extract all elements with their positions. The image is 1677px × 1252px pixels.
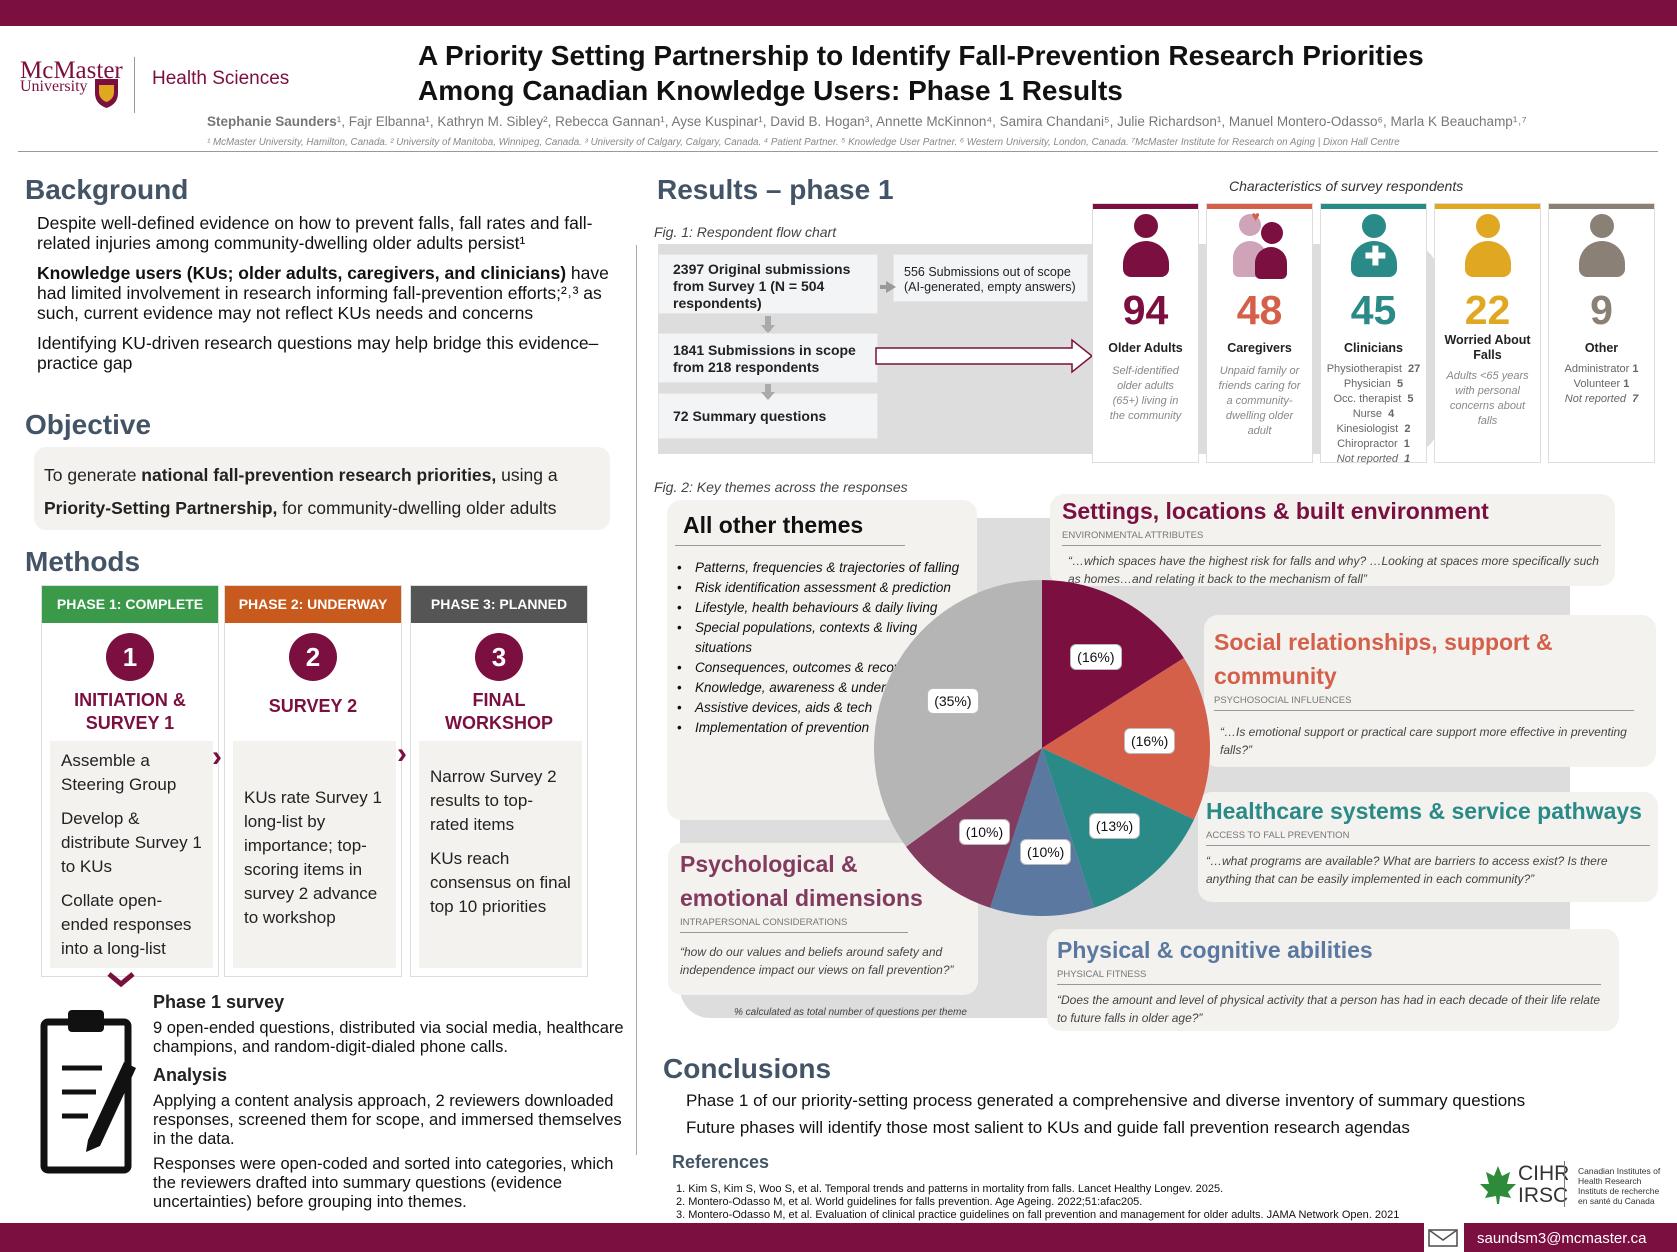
flow-box-in-scope: 1841 Submissions in scope from 218 respo… <box>658 333 878 383</box>
results-heading: Results – phase 1 <box>657 174 894 205</box>
phase-3-number: 3 <box>475 633 523 681</box>
flow-box-out-of-scope: 556 Submissions out of scope (AI-generat… <box>893 254 1088 302</box>
caregiver-icon: ♥ <box>1232 208 1287 282</box>
objective-heading: Objective <box>25 409 152 440</box>
person-icon <box>1463 214 1513 282</box>
phase-1-title: INITIATION &SURVEY 1 <box>74 690 186 733</box>
background-heading: Background <box>25 174 189 205</box>
card-caregivers: ♥ 48 Caregivers Unpaid family or friends… <box>1206 203 1313 463</box>
pie-note: % calculated as total number of question… <box>734 1007 967 1018</box>
card-worried-about-falls: 22 Worried About Falls Adults <65 years … <box>1434 203 1541 463</box>
methods-details: Phase 1 survey 9 open-ended questions, d… <box>153 992 624 1211</box>
clinician-breakdown: Physiotherapist 27 Physician 5 Occ. ther… <box>1326 363 1421 465</box>
theme-physical: Physical & cognitive abilities PHYSICAL … <box>1047 929 1619 1031</box>
pie-label: (16%) <box>1123 728 1176 755</box>
phase-2-steps: KUs rate Survey 1 long-list by importanc… <box>233 741 396 968</box>
phase-2-header: PHASE 2: UNDERWAY <box>225 586 401 623</box>
person-icon <box>1121 214 1171 282</box>
phase-1-number: 1 <box>106 633 154 681</box>
phase-3-steps: Narrow Survey 2 results to top-rated ite… <box>419 741 582 968</box>
phase-3-header: PHASE 3: PLANNED <box>411 586 587 623</box>
poster-title: A Priority Setting Partnership to Identi… <box>418 40 1424 106</box>
mcmaster-logo-text: McMaster <box>20 57 123 84</box>
phase-2-card: PHASE 2: UNDERWAY 2 SURVEY 2 KUs rate Su… <box>224 585 402 977</box>
phase-1-header: PHASE 1: COMPLETE <box>42 586 218 623</box>
contact-email[interactable]: saundsm3@mcmaster.ca <box>1477 1230 1647 1247</box>
theme-social: Social relationships, support &community… <box>1204 615 1656 767</box>
pie-label: (13%) <box>1088 813 1141 840</box>
phase-2-number: 2 <box>289 633 337 681</box>
pie-label: (10%) <box>1020 839 1072 866</box>
phase-1-card: PHASE 1: COMPLETE 1 INITIATION &SURVEY 1… <box>41 585 219 977</box>
methods-heading: Methods <box>25 546 141 577</box>
crest-icon <box>95 79 118 108</box>
pie-label: (35%) <box>927 687 979 714</box>
header-divider <box>18 151 1658 152</box>
fig2-caption: Fig. 2: Key themes across the responses <box>654 479 908 495</box>
maple-leaf-icon <box>1480 1166 1516 1204</box>
pie-slice-3 <box>990 748 1094 916</box>
column-divider <box>636 245 637 1155</box>
other-breakdown: Administrator 1 Volunteer 1 Not reported… <box>1564 363 1639 405</box>
plus-icon: ✚ <box>1364 241 1387 271</box>
chevron-right-icon: › <box>212 740 222 773</box>
chevron-down-icon <box>107 972 135 988</box>
top-banner <box>0 0 1677 26</box>
phase-2-title: SURVEY 2 <box>268 696 358 716</box>
conclusions-text: Phase 1 of our priority-setting process … <box>686 1091 1526 1137</box>
card-other: 9 Other Administrator 1 Volunteer 1 Not … <box>1548 203 1655 463</box>
email-icon <box>1428 1229 1458 1247</box>
flow-box-summary: 72 Summary questions <box>658 393 878 439</box>
heart-icon: ♥ <box>1251 208 1260 224</box>
mcmaster-logo-sub: University <box>20 78 88 95</box>
theme-healthcare: Healthcare systems & service pathways AC… <box>1198 792 1658 902</box>
clinician-icon: ✚ <box>1349 214 1399 282</box>
references-heading: References <box>672 1152 770 1172</box>
person-icon <box>1577 214 1627 282</box>
logo-divider <box>134 57 135 113</box>
card-older-adults: 94 Older Adults Self-identified older ad… <box>1092 203 1199 463</box>
chevron-right-icon: › <box>397 737 407 770</box>
clipboard-icon <box>40 1010 136 1174</box>
theme-settings: Settings, locations & built environment … <box>1050 494 1615 586</box>
footer-banner <box>0 1223 1677 1252</box>
card-clinicians: ✚ 45 Clinicians Physiotherapist 27 Physi… <box>1320 203 1427 465</box>
references-list: 1. Kim S, Kim S, Woo S, et al. Temporal … <box>676 1183 1400 1221</box>
conclusions-heading: Conclusions <box>663 1053 832 1084</box>
affiliations: ¹ McMaster University, Hamilton, Canada.… <box>207 137 1400 148</box>
objective-box: To generate national fall-prevention res… <box>34 447 610 530</box>
background-text: Despite well-defined evidence on how to … <box>37 213 609 373</box>
faculty-name: Health Sciences <box>152 68 290 89</box>
pie-label: (10%) <box>958 819 1011 846</box>
pie-label: (16%) <box>1070 643 1122 670</box>
author-list: Stephanie Saunders¹, Fajr Elbanna¹, Kath… <box>207 114 1527 129</box>
characteristics-caption: Characteristics of survey respondents <box>1229 178 1464 194</box>
fig1-caption: Fig. 1: Respondent flow chart <box>654 224 837 240</box>
flow-box-original: 2397 Original submissions from Survey 1 … <box>658 254 878 314</box>
